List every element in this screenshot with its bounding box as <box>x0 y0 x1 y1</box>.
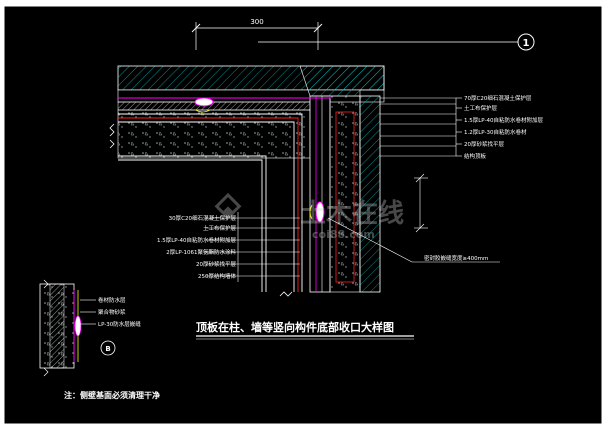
callout-detail: B <box>100 340 116 356</box>
right-leaders <box>380 97 462 157</box>
drawing-title: 顶板在柱、墙等竖向构件底部收口大样图 <box>196 320 414 340</box>
label-bottom-right: 密封胶嵌缝宽度≥400mm <box>424 254 488 262</box>
left-leaders <box>206 212 300 282</box>
dimension-top: 300 <box>191 18 323 50</box>
dimension-top-text: 300 <box>250 18 263 26</box>
label-left-1: 土工布保护层 <box>203 224 237 232</box>
label-left-3: 2厚LP-1061聚氨酯防水涂料 <box>166 248 236 256</box>
right-labels: 70厚C20细石混凝土保护层 土工布保护层 1.5厚LP-40自粘防水卷材附加层… <box>464 94 543 160</box>
detail-labels: 卷材防水层 聚合物砂浆 LP-30防水层嵌缝 <box>98 296 141 328</box>
waterproof-layers <box>118 113 303 292</box>
callout-main: 1 <box>258 33 535 51</box>
bottom-right-leader: 密封胶嵌缝宽度≥400mm <box>327 217 500 263</box>
callout-detail-text: B <box>105 345 110 353</box>
vertical-wall <box>309 95 381 293</box>
upper-wall-band <box>118 65 385 99</box>
title-text: 顶板在柱、墙等竖向构件底部收口大样图 <box>196 320 394 334</box>
break-lines <box>109 123 293 297</box>
watermark-text: 土木在线 <box>300 199 404 229</box>
label-detail-1: 聚合物砂浆 <box>98 308 126 316</box>
sealant-detail-top <box>194 97 214 113</box>
label-detail-2: LP-30防水层嵌缝 <box>98 320 141 328</box>
label-right-2: 1.5厚LP-40自粘防水卷材附加层 <box>464 116 543 124</box>
structural-slab <box>117 109 311 159</box>
detail-section <box>39 279 96 377</box>
label-left-4: 20厚砂浆找平层 <box>196 260 236 268</box>
watermark-sub: coi88.com <box>312 228 375 241</box>
left-labels: 30厚C20细石混凝土保护层 土工布保护层 1.5厚LP-40自粘防水卷材附加层… <box>157 214 236 280</box>
label-right-4: 20厚砂浆找平层 <box>464 140 504 148</box>
label-left-2: 1.5厚LP-40自粘防水卷材附加层 <box>157 236 236 244</box>
label-right-0: 70厚C20细石混凝土保护层 <box>464 94 532 102</box>
label-right-3: 1.2厚LP-30自粘防水卷材 <box>464 128 527 136</box>
label-right-5: 结构顶板 <box>464 152 487 160</box>
note-text: 注：侧壁基面必须清理干净 <box>64 390 160 400</box>
label-left-5: 250厚结构墙体 <box>198 272 236 280</box>
dimension-right <box>414 173 428 233</box>
sealant-detail-wall <box>309 201 325 223</box>
label-right-1: 土工布保护层 <box>464 104 498 112</box>
callout-main-text: 1 <box>523 38 530 49</box>
label-detail-0: 卷材防水层 <box>98 296 126 304</box>
label-left-0: 30厚C20细石混凝土保护层 <box>169 214 237 222</box>
